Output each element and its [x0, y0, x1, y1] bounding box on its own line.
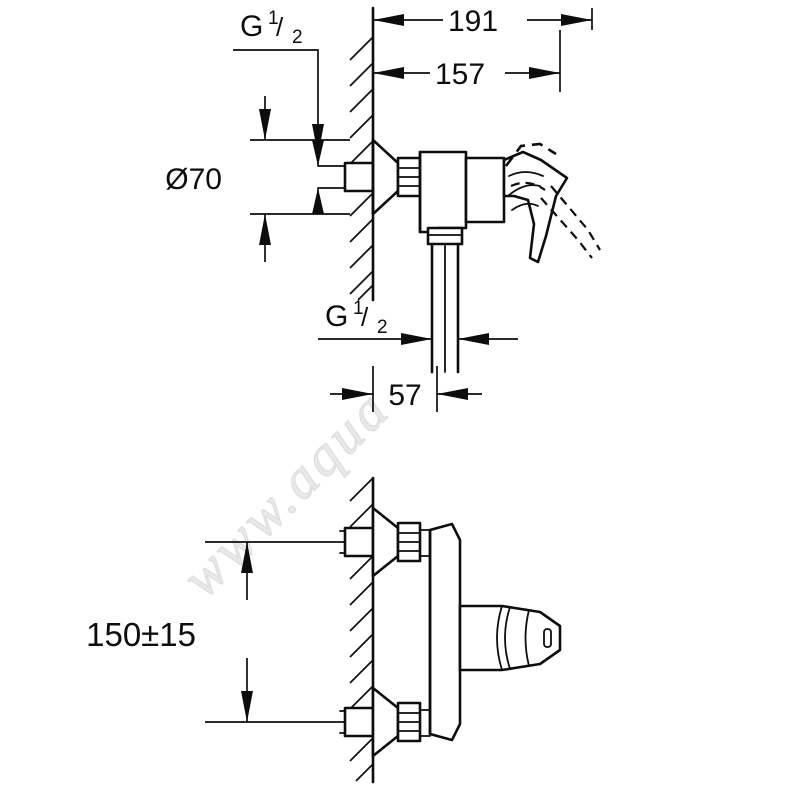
arrow-right-57: [342, 388, 373, 400]
dimension-outlet-offset: 57: [330, 366, 482, 412]
dimension-inlet-thread: G 1 / 2: [233, 8, 324, 155]
dimension-body-length: 157: [372, 8, 561, 92]
hex-coupling-nut: [396, 156, 422, 198]
thread-label-G-lower: G: [325, 300, 348, 333]
conical-escutcheon: [371, 138, 400, 216]
body-faceplate: [428, 522, 462, 742]
arrow-left-57: [437, 388, 468, 400]
watermark: www.aqua: [170, 377, 403, 610]
arrow-right: [529, 67, 560, 79]
side-elevation-view: 191 157 G 1 / 2: [165, 5, 601, 412]
arrow-right-outlet: [401, 333, 432, 345]
arrow-left-outlet: [458, 333, 489, 345]
thread-slash-upper: /: [276, 12, 284, 42]
arrow-up-d70: [259, 214, 271, 245]
lower-inlet-square-nut: [343, 706, 375, 738]
thread-numerator-lower: 1: [353, 298, 364, 319]
thread-denominator-lower: 2: [377, 317, 388, 338]
upper-inlet-square-nut: [343, 526, 375, 558]
front-elevation-view: 150±15: [86, 476, 562, 784]
upper-conical-escutcheon: [371, 506, 400, 578]
outlet-pipe: [426, 226, 464, 374]
arrow-left: [373, 67, 404, 79]
dimension-label-150-15: 150±15: [86, 616, 196, 653]
dimension-flange-diameter: Ø70: [165, 96, 350, 262]
wall-section-hatched: [349, 6, 375, 302]
mixer-body: [418, 150, 468, 234]
wall-hatching: [349, 36, 374, 301]
thread-denominator-upper: 2: [292, 27, 303, 48]
handle-slot: [543, 628, 552, 648]
lever-handle-nose: [458, 604, 562, 672]
arrow-up-150: [241, 691, 253, 722]
arrow-down-inner: [312, 140, 324, 166]
dimension-inlet-centre-distance: 150±15: [86, 541, 345, 723]
lever-handle-raised-ghost: [504, 142, 601, 259]
dimension-outlet-thread: G 1 / 2: [318, 298, 518, 345]
arrow-left: [373, 14, 404, 26]
arrow-right: [561, 14, 592, 26]
watermark-text: www.aqua: [170, 377, 402, 609]
upper-inlet-connection: [339, 506, 431, 578]
dimension-label-157: 157: [435, 58, 485, 91]
dimension-overall-length: 191: [372, 5, 593, 38]
lower-conical-escutcheon: [371, 686, 400, 758]
thread-slash-lower: /: [361, 302, 369, 332]
dimension-label-191: 191: [448, 5, 498, 38]
arrow-up-inner: [312, 188, 324, 214]
lever-handle: [502, 150, 569, 264]
cartridge-housing: [464, 156, 506, 224]
inlet-square-nut: [317, 161, 375, 193]
dimension-label-57: 57: [388, 379, 421, 412]
lower-inlet-connection: [339, 686, 431, 758]
thread-numerator-upper: 1: [268, 8, 279, 29]
thread-label-G-upper: G: [240, 10, 263, 43]
arrow-down-d70: [259, 109, 271, 140]
dimension-label-diameter-70: Ø70: [165, 163, 222, 196]
arrow-down-150: [241, 542, 253, 573]
